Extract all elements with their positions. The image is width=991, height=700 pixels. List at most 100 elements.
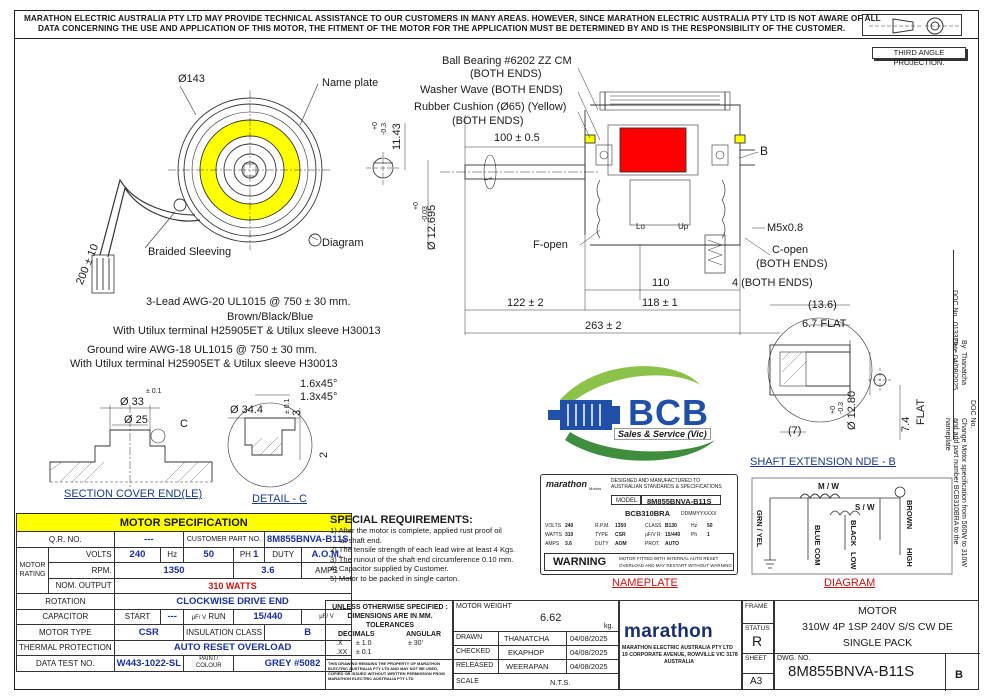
diag-blue: BLUE <box>813 525 822 546</box>
chamfer-1-3: 1.3x45° <box>300 391 338 403</box>
dim-key-11: 11.43 <box>391 123 403 150</box>
third-angle-projection-label: THIRD ANGLE PROJECTION. <box>872 47 966 67</box>
np-model-value: 8M855BNVA-B11S <box>647 497 712 506</box>
np-warning-line-1: MOTOR FITTED WITH INTERNAL AUTO RESET <box>619 556 719 561</box>
np-watts-label: WATTS <box>545 532 562 538</box>
section-c-marker: C <box>180 418 188 430</box>
np-warning-line-2: OVERLOAD AND MAY RESTART WITHOUT WARNING <box>619 563 732 568</box>
header-divider <box>14 38 979 39</box>
spec-paint-value: GREY #5082 <box>233 655 352 672</box>
spec-run-value: 15/440 <box>233 608 303 625</box>
np-motors: Motors <box>589 486 602 491</box>
shaft-extension-view <box>767 304 901 440</box>
shaft-flat-word: FLAT <box>915 398 927 425</box>
np-brand: marathon <box>546 479 588 489</box>
nameplate-panel: marathon Motors DESIGNED AND MANUFACTURE… <box>540 474 738 575</box>
np-duty-value: AOM <box>615 541 627 547</box>
np-prot-label: PROT. <box>645 541 660 547</box>
wiring-diagram <box>751 477 953 575</box>
section-cover-end <box>49 405 213 490</box>
checked-by: EKAPHOP <box>508 648 545 657</box>
spec-hz-label: Hz <box>160 546 185 563</box>
diag-sw: S / W <box>855 503 875 512</box>
np-date-code: DDMMYYXXXX <box>681 511 717 517</box>
bcb-logo-mark <box>548 366 715 461</box>
diagram-label: Diagram <box>322 237 364 249</box>
spec-title: MOTOR SPECIFICATION <box>16 513 352 532</box>
spec-rotation-label: ROTATION <box>16 593 115 610</box>
detail-d3: 3 <box>291 409 303 416</box>
f-open-label: F-open <box>533 239 568 251</box>
frame-status-sheet: FRAME STATUS R SHEET A3 <box>742 600 775 690</box>
section-d33-tol: ± 0.1 <box>146 388 162 395</box>
section-d33: Ø 33 <box>120 396 144 408</box>
title-line-3: SINGLE PACK <box>842 637 913 649</box>
approvals-block: MOTOR WEIGHT 6.62 kg. DRAWN THANATCHA 04… <box>453 600 620 690</box>
checked-date: 04/08/2025 <box>570 648 608 657</box>
released-date: 04/08/2025 <box>570 662 608 671</box>
diag-mw: M / W <box>818 482 839 491</box>
sheet-label: SHEET <box>745 655 767 662</box>
spec-nom-output-label: NOM. OUTPUT <box>48 577 115 594</box>
np-class-label: CLASS <box>645 523 662 529</box>
braided-sleeving-label: Braided Sleeving <box>148 246 232 258</box>
spec-motor-type-value: CSR <box>113 624 185 641</box>
title-line-1: MOTOR <box>858 605 897 617</box>
lead-spec-2: Brown/Black/Blue <box>227 311 314 323</box>
spec-motor-rating-label: MOTOR RATING <box>16 546 49 594</box>
spec-hz-value: 50 <box>183 546 235 563</box>
tol-note-4: MARATHON ELECTRIC AUSTRALIA PTY LTD <box>328 676 414 681</box>
spec-thermal-value: AUTO RESET OVERLOAD <box>113 639 352 656</box>
special-req-title: SPECIAL REQUIREMENTS: <box>330 514 473 526</box>
np-designed-2: AUSTRALIAN STANDARDS & SPECIFICATIONS <box>611 484 722 490</box>
scale-label: SCALE <box>456 678 479 685</box>
np-ph-value: 1 <box>707 532 710 538</box>
diagram-title: DIAGRAM <box>824 577 876 589</box>
name-plate-label: Name plate <box>322 77 379 89</box>
detail-d34: Ø 34.4 <box>230 404 264 416</box>
chamfer-1-6: 1.6x45° <box>300 378 338 390</box>
lo-label: Lo <box>636 222 645 231</box>
spec-insulation-label: INSULATION CLASS <box>183 624 265 641</box>
special-req-3: 3) The runout of the shaft end circumfer… <box>330 554 514 564</box>
spec-qr-value: --- <box>113 531 185 548</box>
checked-label: CHECKED <box>456 648 491 655</box>
diag-high: HIGH <box>905 548 914 567</box>
tol-x-value: ± 1.0 <box>356 640 372 647</box>
tol-angular: ANGULAR <box>406 631 441 638</box>
spec-volts-value: 240 <box>113 546 162 563</box>
diag-low: LOW <box>849 552 858 570</box>
shaft-tol-minus: -0.03 <box>422 206 429 222</box>
c-open-both-ends: (BOTH ENDS) <box>756 258 828 270</box>
company-logo: marathon <box>624 621 713 642</box>
special-req-1b: at shaft end. <box>340 535 382 545</box>
ball-bearing-label: Ball Bearing #6202 ZZ CM <box>442 55 572 67</box>
np-amps-value: 3.6 <box>565 541 572 547</box>
company-block: marathon MARATHON ELECTRIC AUSTRALIA PTY… <box>619 600 742 690</box>
released-label: RELEASED <box>456 662 494 669</box>
spec-rotation-value: CLOCKWISE DRIVE END <box>113 593 352 610</box>
spec-amps-value: 3.6 <box>233 562 303 579</box>
c-open-label: C-open <box>772 244 809 256</box>
np-volts-value: 240 <box>565 523 574 529</box>
special-req-2: 2) The tensile strength of each lead wir… <box>330 545 516 555</box>
diag-black: BLACK <box>849 520 858 547</box>
revision-letter: B <box>955 669 963 681</box>
spec-ph-value: 1 <box>253 549 259 561</box>
np-rpm-label: R.P.M. <box>595 523 610 529</box>
tol-note-1: THIS DRAWING REMAINS THE PROPERTY OF MAR… <box>328 661 441 666</box>
spec-thermal-label: THERMAL PROTECTION <box>16 639 115 656</box>
diag-grn-yel: GRN / YEL <box>755 510 764 548</box>
dim-122: 122 ± 2 <box>507 297 544 309</box>
rev-by-label: By <box>960 340 967 349</box>
shaft-ext-tol-plus: +0 <box>830 406 837 414</box>
spec-motor-type-label: MOTOR TYPE <box>16 624 115 641</box>
lead-spec-3: With Utilux terminal H25905ET & Utilux s… <box>113 325 381 337</box>
key-tol-plus: +0 <box>372 122 379 130</box>
spec-rpm-value: 1350 <box>113 562 235 579</box>
front-diameter-label: Ø143 <box>178 73 205 85</box>
status-label: STATUS <box>745 625 770 632</box>
np-model-label: MODEL <box>616 498 638 504</box>
shaft-ext-diameter: Ø 12.80 <box>846 390 858 430</box>
